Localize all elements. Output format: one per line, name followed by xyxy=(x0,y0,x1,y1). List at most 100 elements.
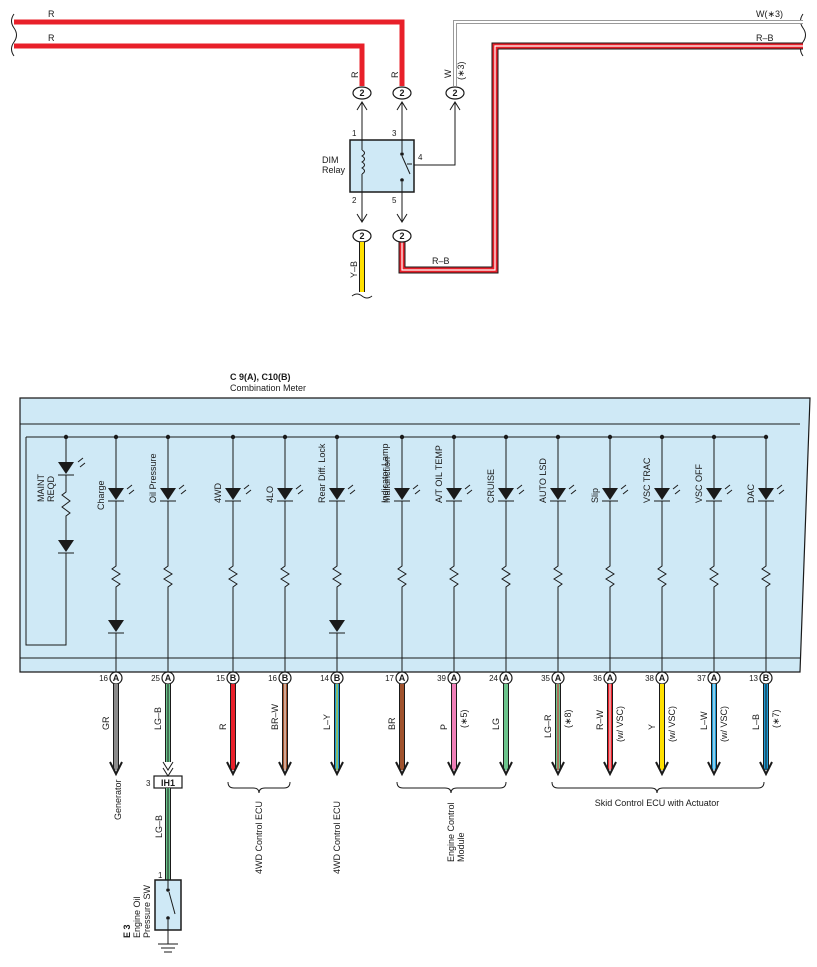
pin-connector-letter: A xyxy=(503,673,510,683)
svg-text:2: 2 xyxy=(452,88,457,98)
label-ecu-4wd-b: 4WD Control ECU xyxy=(332,801,342,874)
label-ecu-4wd-a: 4WD Control ECU xyxy=(254,801,264,874)
pin-number: 15 xyxy=(216,674,225,683)
pin-connector-letter: B xyxy=(282,673,289,683)
label-wire-w3: W(∗3) xyxy=(756,9,783,19)
relay-pin-2: 2 xyxy=(352,196,357,205)
connector-relay-bottom-1: 2 xyxy=(352,229,372,243)
pin-connector-letter: A xyxy=(113,673,120,683)
arrow-down xyxy=(655,761,669,777)
label-maint-1: MAINT xyxy=(36,474,46,503)
pin-connector-letter: A xyxy=(711,673,718,683)
maint-reqd-indicator xyxy=(58,434,86,560)
arrow-double-ih1 xyxy=(162,761,174,777)
relay-pin-3: 3 xyxy=(392,129,397,138)
lamp-group: Charge Oil Pressure 4WD 4LO Rear Diff. Lock M… xyxy=(96,434,785,672)
lamp-label-9: AUTO LSD xyxy=(538,458,548,503)
arrow-down-relay-2 xyxy=(356,192,368,223)
arrow-down xyxy=(707,761,721,777)
lamp-label-7: A/T OIL TEMP xyxy=(434,445,444,503)
label-skid: Skid Control ECU with Actuator xyxy=(595,798,720,808)
pin-connector-letter: A xyxy=(399,673,406,683)
connector-top-3: 2 xyxy=(445,86,465,100)
wire-label: BR–W xyxy=(270,703,280,730)
pin-connector-letter: B xyxy=(763,673,770,683)
sw-pin: 1 xyxy=(158,871,163,880)
connector-relay-bottom-2: 2 xyxy=(392,229,412,243)
lamp-label-10: Slip xyxy=(590,488,600,503)
pin-wire-13: 13 B L–B (∗7) xyxy=(749,671,781,777)
label-maint-2: REQD xyxy=(46,475,56,502)
lamp-circuit-2: Oil Pressure xyxy=(148,434,187,672)
wire-note: (∗5) xyxy=(459,709,469,728)
wire-r-second xyxy=(14,43,365,86)
wire-label: L–W xyxy=(699,711,709,730)
lamp-circuit-7: A/T OIL TEMP xyxy=(434,434,473,672)
lamp-label-1: Charge xyxy=(96,480,106,510)
wire-rb-stripe xyxy=(401,45,803,271)
lamp-circuit-10: Slip xyxy=(590,434,629,672)
relay-name-2: Relay xyxy=(322,165,346,175)
connector-top-1: 2 xyxy=(352,86,372,100)
arrow-down xyxy=(278,761,292,777)
combination-meter: C 9(A), C10(B) Combination Meter MAINT R… xyxy=(19,372,811,673)
relay-pin-5: 5 xyxy=(392,196,397,205)
lamp-circuit-6: Malfunction xyxy=(382,434,421,672)
label-lgb-lower: LG–B xyxy=(154,815,164,838)
pin-connector-letter: A xyxy=(165,673,172,683)
lamp-circuit-4: 4LO xyxy=(265,434,304,672)
label-wire-r2: R xyxy=(48,33,55,43)
wire-note: (w/ VSC) xyxy=(667,706,677,742)
pin-number: 24 xyxy=(489,674,498,683)
arrow-down xyxy=(499,761,513,777)
lamp-circuit-9: AUTO LSD xyxy=(538,434,577,672)
wire-label: L–B xyxy=(751,714,761,730)
lamp-label-4: 4LO xyxy=(265,486,275,503)
wire-label: P xyxy=(439,724,449,730)
wire-label: R xyxy=(218,723,228,730)
label-ecm-2: Module xyxy=(456,832,466,862)
pin-connector-letter: B xyxy=(230,673,237,683)
pin-number: 16 xyxy=(99,674,108,683)
top-section: R R W(∗3) R–B R–B R R W (∗3) 2 2 2 xyxy=(11,9,806,299)
wire-note: (∗7) xyxy=(771,709,781,728)
label-wire-r1: R xyxy=(48,9,55,19)
pin-wire-4: 16 B BR–W xyxy=(268,671,292,777)
lamp-label-13: DAC xyxy=(746,483,756,503)
arrow-up-2 xyxy=(396,101,408,140)
wire-r-top xyxy=(14,19,405,86)
sw-code: E 3 xyxy=(122,924,132,938)
wire-break-left xyxy=(11,13,17,57)
meter-panel xyxy=(19,397,811,673)
pin-number: 13 xyxy=(749,674,758,683)
pin-number: 16 xyxy=(268,674,277,683)
wire-w xyxy=(454,21,803,86)
pin-number: 38 xyxy=(645,674,654,683)
wire-yb-break xyxy=(351,293,373,299)
label-malf-2: Indicator Lamp xyxy=(380,443,390,503)
relay-name-1: DIM xyxy=(322,155,339,165)
arrow-down-relay-5 xyxy=(396,192,408,223)
pin-connector-letter: A xyxy=(659,673,666,683)
wire-label: Y xyxy=(647,724,657,730)
meter-bus-left xyxy=(25,437,67,646)
lamp-label-5: Rear Diff. Lock xyxy=(317,443,327,503)
lamp-circuit-3: 4WD xyxy=(213,434,252,672)
lamp-label-11: VSC TRAC xyxy=(642,457,652,503)
wire-label: LG–R xyxy=(543,714,553,738)
wire-note: (w/ VSC) xyxy=(615,706,625,742)
arrow-down xyxy=(603,761,617,777)
label-v-r1: R xyxy=(350,71,360,78)
label-v-w3: (∗3) xyxy=(456,61,466,80)
arrow-down xyxy=(759,761,773,777)
pin-number: 39 xyxy=(437,674,446,683)
